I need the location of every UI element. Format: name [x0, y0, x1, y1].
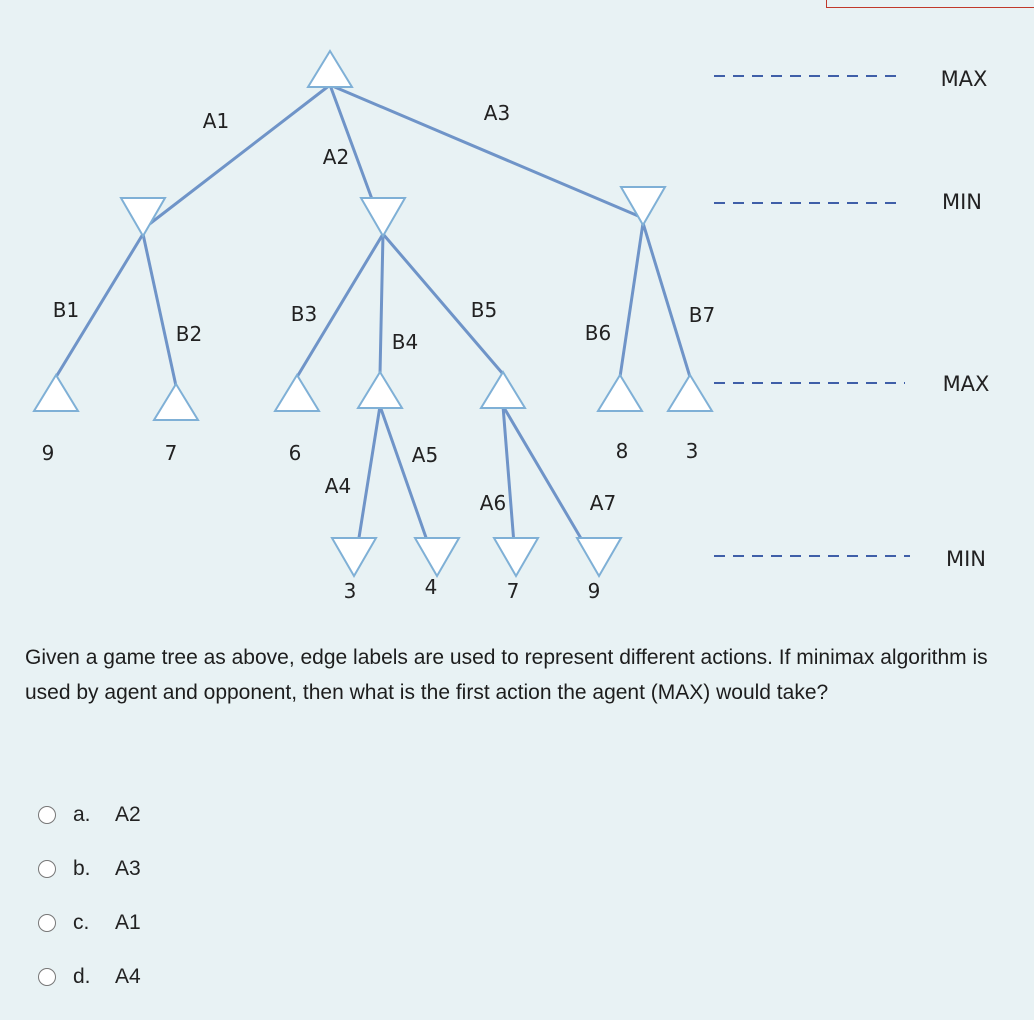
- leaf-value-3: 6: [289, 441, 302, 465]
- leaf-value-1: 9: [42, 441, 55, 465]
- option-b[interactable]: b. A3: [38, 842, 141, 896]
- edge-label-b6: B6: [585, 321, 611, 345]
- tree-edge-9: [618, 221, 645, 379]
- level-label-3: MAX: [943, 372, 990, 396]
- edge-label-a3: A3: [484, 101, 510, 125]
- min-node-n1: [330, 537, 378, 578]
- edge-label-b3: B3: [291, 302, 317, 326]
- radio-button-b[interactable]: [38, 860, 56, 878]
- level-label-1: MAX: [941, 67, 988, 91]
- radio-button-c[interactable]: [38, 914, 56, 932]
- leaf-value-7: 4: [425, 575, 438, 599]
- edge-label-a4: A4: [325, 474, 351, 498]
- tree-edge-6: [295, 232, 385, 379]
- max-node-x1: [32, 373, 80, 412]
- option-label: A1: [115, 911, 141, 934]
- max-node-root: [306, 49, 354, 88]
- option-letter: d.: [73, 965, 91, 988]
- corner-frame: [826, 0, 1034, 8]
- level-guide-lines: [714, 75, 910, 557]
- max-node-x4: [356, 370, 404, 409]
- max-node-x3: [273, 373, 321, 412]
- edge-label-a6: A6: [480, 491, 506, 515]
- min-node-n4: [575, 537, 623, 578]
- edge-label-b4: B4: [392, 330, 418, 354]
- radio-button-d[interactable]: [38, 968, 56, 986]
- level-label-4: MIN: [946, 547, 986, 571]
- edge-label-a2: A2: [323, 145, 349, 169]
- edge-label-b1: B1: [53, 298, 79, 322]
- option-a[interactable]: a. A2: [38, 788, 141, 842]
- option-label: A2: [115, 803, 141, 826]
- leaf-value-9: 9: [588, 579, 601, 603]
- max-node-x2: [152, 382, 200, 421]
- option-c[interactable]: c. A1: [38, 896, 141, 950]
- level-label-2: MIN: [942, 190, 982, 214]
- question-text: Given a game tree as above, edge labels …: [25, 646, 988, 704]
- option-letter: a.: [73, 803, 91, 826]
- min-node-m2: [359, 197, 407, 238]
- edge-label-b2: B2: [176, 322, 202, 346]
- leaf-value-5: 3: [686, 439, 699, 463]
- tree-edge-5: [141, 232, 178, 388]
- leaf-value-2: 7: [165, 441, 178, 465]
- tree-edge-10: [641, 221, 692, 379]
- min-node-m3: [619, 186, 667, 227]
- tree-edge-3: [328, 83, 645, 220]
- edge-label-a1: A1: [203, 109, 229, 133]
- edge-label-a5: A5: [412, 443, 438, 467]
- tree-nodes: [32, 49, 714, 578]
- tree-edge-7: [378, 232, 385, 376]
- min-node-m1: [119, 197, 167, 238]
- edge-label-b7: B7: [689, 303, 715, 327]
- tree-edge-8: [381, 232, 505, 376]
- tree-edge-4: [54, 232, 145, 379]
- radio-button-a[interactable]: [38, 806, 56, 824]
- option-letter: c.: [73, 911, 90, 934]
- option-label: A4: [115, 965, 141, 988]
- option-label: A3: [115, 857, 141, 880]
- leaf-value-6: 3: [344, 579, 357, 603]
- edge-label-a7: A7: [590, 491, 616, 515]
- max-node-x5: [479, 370, 527, 409]
- max-node-x7: [666, 373, 714, 412]
- edge-label-b5: B5: [471, 298, 497, 322]
- answer-options: a. A2 b. A3 c. A1 d. A4: [38, 788, 141, 1004]
- option-letter: b.: [73, 857, 91, 880]
- leaf-value-8: 7: [507, 579, 520, 603]
- max-node-x6: [596, 373, 644, 412]
- leaf-value-4: 8: [616, 439, 629, 463]
- tree-edge-1: [141, 83, 332, 231]
- option-d[interactable]: d. A4: [38, 950, 141, 1004]
- min-node-n3: [492, 537, 540, 578]
- min-node-n2: [413, 537, 461, 578]
